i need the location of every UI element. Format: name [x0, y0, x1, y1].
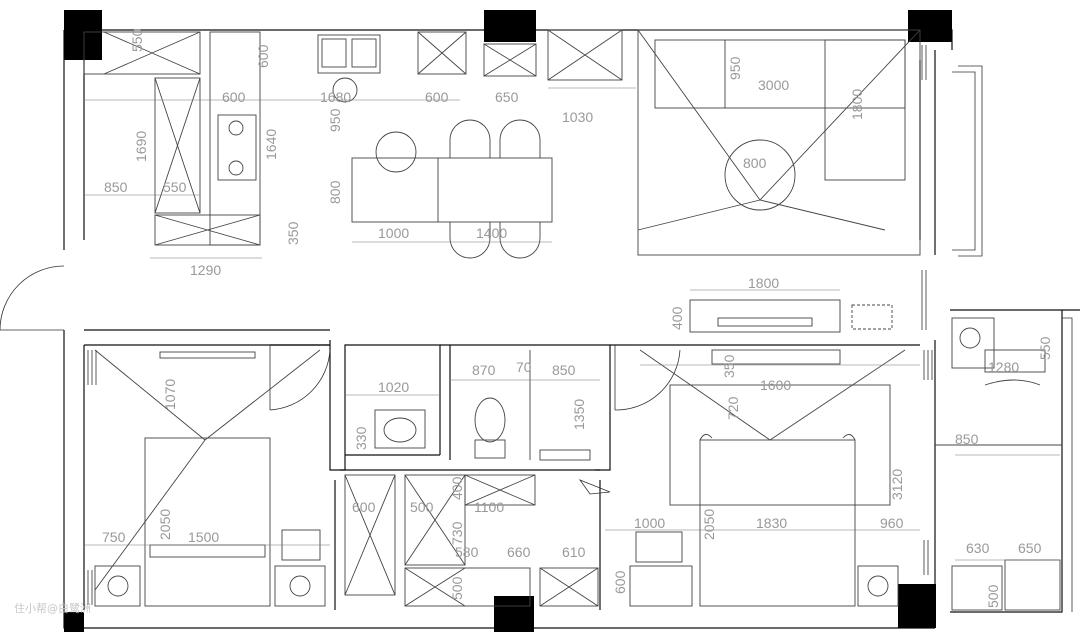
dim-label: 70: [516, 359, 532, 375]
bedroom-left: [94, 349, 326, 607]
dim-label: 3120: [889, 469, 905, 500]
dim-label: 950: [327, 108, 343, 132]
dim-label: 1000: [634, 515, 665, 531]
dim-label: 330: [353, 426, 369, 450]
dim-label: 550: [129, 28, 145, 52]
dim-label: 750: [102, 529, 126, 545]
dim-label: 3000: [758, 77, 789, 93]
dim-label: 850: [955, 431, 979, 447]
watermark: 住小帮@白鹭洲: [14, 601, 91, 615]
dim-label: 500: [410, 499, 434, 515]
dim-label: 630: [966, 540, 990, 556]
dim-label: 610: [562, 544, 586, 560]
dim-label: 650: [1018, 540, 1042, 556]
dim-label: 730: [449, 521, 465, 545]
dim-label: 800: [327, 180, 343, 204]
dim-label: 600: [612, 570, 628, 594]
columns: [64, 10, 952, 632]
dim-label: 800: [743, 155, 767, 171]
dim-label: 1500: [188, 529, 219, 545]
dim-label: 1680: [320, 89, 351, 105]
dim-label: 1100: [474, 499, 504, 515]
dim-label: 1600: [760, 377, 791, 393]
kitchen-cabinets: [83, 29, 623, 246]
dim-label: 350: [721, 354, 737, 378]
dim-label: 500: [449, 576, 465, 600]
dim-label: 650: [495, 89, 519, 105]
dim-label: 720: [725, 396, 741, 420]
dim-label: 600: [425, 89, 449, 105]
dim-label: 1830: [756, 515, 787, 531]
dim-label: 870: [472, 362, 496, 378]
dim-label: 400: [449, 476, 465, 500]
dim-label: 1400: [476, 225, 507, 241]
dim-label: 1640: [263, 129, 279, 160]
outer-walls: [63, 29, 1080, 629]
bathroom: [374, 350, 591, 461]
dimension-lines: [84, 87, 1060, 561]
dim-label: 1800: [748, 275, 779, 291]
dim-label: 1690: [133, 131, 149, 162]
dim-label: 960: [880, 515, 904, 531]
dim-label: 850: [104, 179, 128, 195]
dim-label: 500: [985, 584, 1001, 608]
dim-label: 1800: [849, 89, 865, 120]
dim-label: 2050: [701, 509, 717, 540]
dim-label: 580: [455, 544, 479, 560]
dim-label: 1030: [562, 109, 593, 125]
dim-label: 400: [669, 306, 685, 330]
dining-set: [351, 119, 553, 259]
dim-label: 600: [255, 44, 271, 68]
dim-label: 600: [222, 89, 246, 105]
dim-label: 550: [163, 179, 187, 195]
dim-label: 550: [1037, 336, 1053, 360]
living-room: [637, 29, 921, 333]
dim-label: 1020: [378, 379, 409, 395]
dim-label: 600: [352, 499, 376, 515]
dim-label: 1290: [190, 262, 221, 278]
interior-walls: [270, 340, 920, 610]
storage-cabinets: [344, 474, 599, 607]
dim-label: 950: [727, 56, 743, 80]
dim-label: 350: [285, 221, 301, 245]
dim-label: 660: [507, 544, 531, 560]
dim-label: 1280: [988, 359, 1019, 375]
doors: [0, 265, 681, 495]
dim-label: 2050: [157, 509, 173, 540]
dim-label: 850: [552, 362, 576, 378]
radiators: [87, 45, 933, 605]
dim-label: 1000: [378, 225, 409, 241]
dim-label: 1070: [162, 379, 178, 410]
dim-label: 1350: [571, 399, 587, 430]
balcony: [935, 317, 1062, 611]
